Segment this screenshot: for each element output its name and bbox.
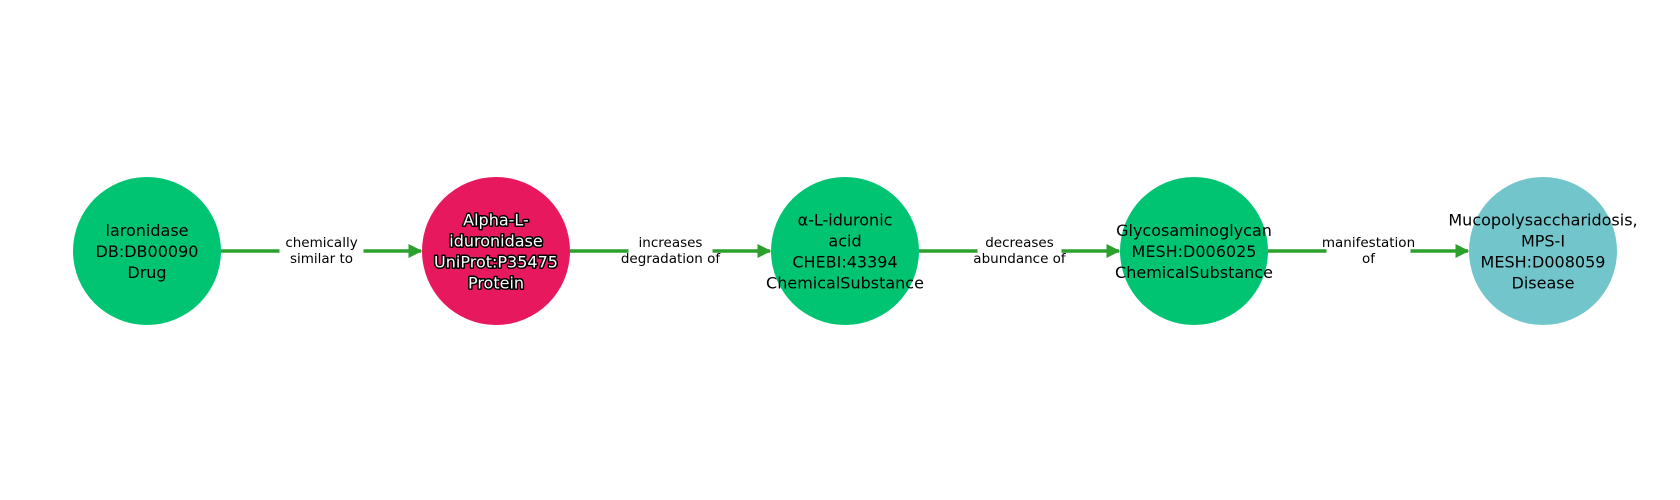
node-label: MESH:D008059 — [1481, 253, 1606, 272]
node-label: DB:DB00090 — [96, 242, 199, 261]
node-label: Disease — [1512, 274, 1575, 293]
node-label: α-L-iduronic — [798, 211, 893, 230]
edge-label: of — [1362, 251, 1376, 267]
node-chemicalsubstance[interactable]: GlycosaminoglycanMESH:D006025ChemicalSub… — [1115, 177, 1273, 325]
node-label: Mucopolysaccharidosis, — [1448, 211, 1637, 230]
node-label: Glycosaminoglycan — [1116, 221, 1272, 240]
edge-label: chemically — [285, 235, 357, 251]
edge-label: similar to — [290, 251, 353, 267]
edge-label: abundance of — [973, 251, 1067, 267]
node-label: UniProt:P35475 — [434, 253, 558, 272]
node-label: Protein — [468, 274, 524, 293]
node-circle — [771, 177, 919, 325]
node-chemicalsubstance[interactable]: α-L-iduronic acidCHEBI:43394ChemicalSubst… — [766, 177, 924, 325]
node-circle — [1120, 177, 1268, 325]
edge-label: degradation of — [621, 251, 722, 267]
node-label: Alpha-L- — [463, 211, 529, 230]
node-circle — [1469, 177, 1617, 325]
node-label: ChemicalSubstance — [766, 274, 924, 293]
node-label: MPS-I — [1521, 232, 1565, 251]
node-circle — [73, 177, 221, 325]
node-label: MESH:D006025 — [1132, 242, 1257, 261]
node-label: CHEBI:43394 — [792, 253, 897, 272]
edge-label: decreases — [985, 235, 1054, 251]
edge-label: manifestation — [1322, 235, 1415, 251]
node-label: Drug — [127, 263, 166, 282]
node-label: iduronidase — [449, 232, 542, 251]
node-label: acid — [828, 232, 861, 251]
edge-label: increases — [639, 235, 703, 251]
node-label: ChemicalSubstance — [1115, 263, 1273, 282]
node-circle — [422, 177, 570, 325]
node-disease[interactable]: Mucopolysaccharidosis, MPS-I MESH:D008059D… — [1448, 177, 1638, 325]
node-label: laronidase — [106, 221, 189, 240]
